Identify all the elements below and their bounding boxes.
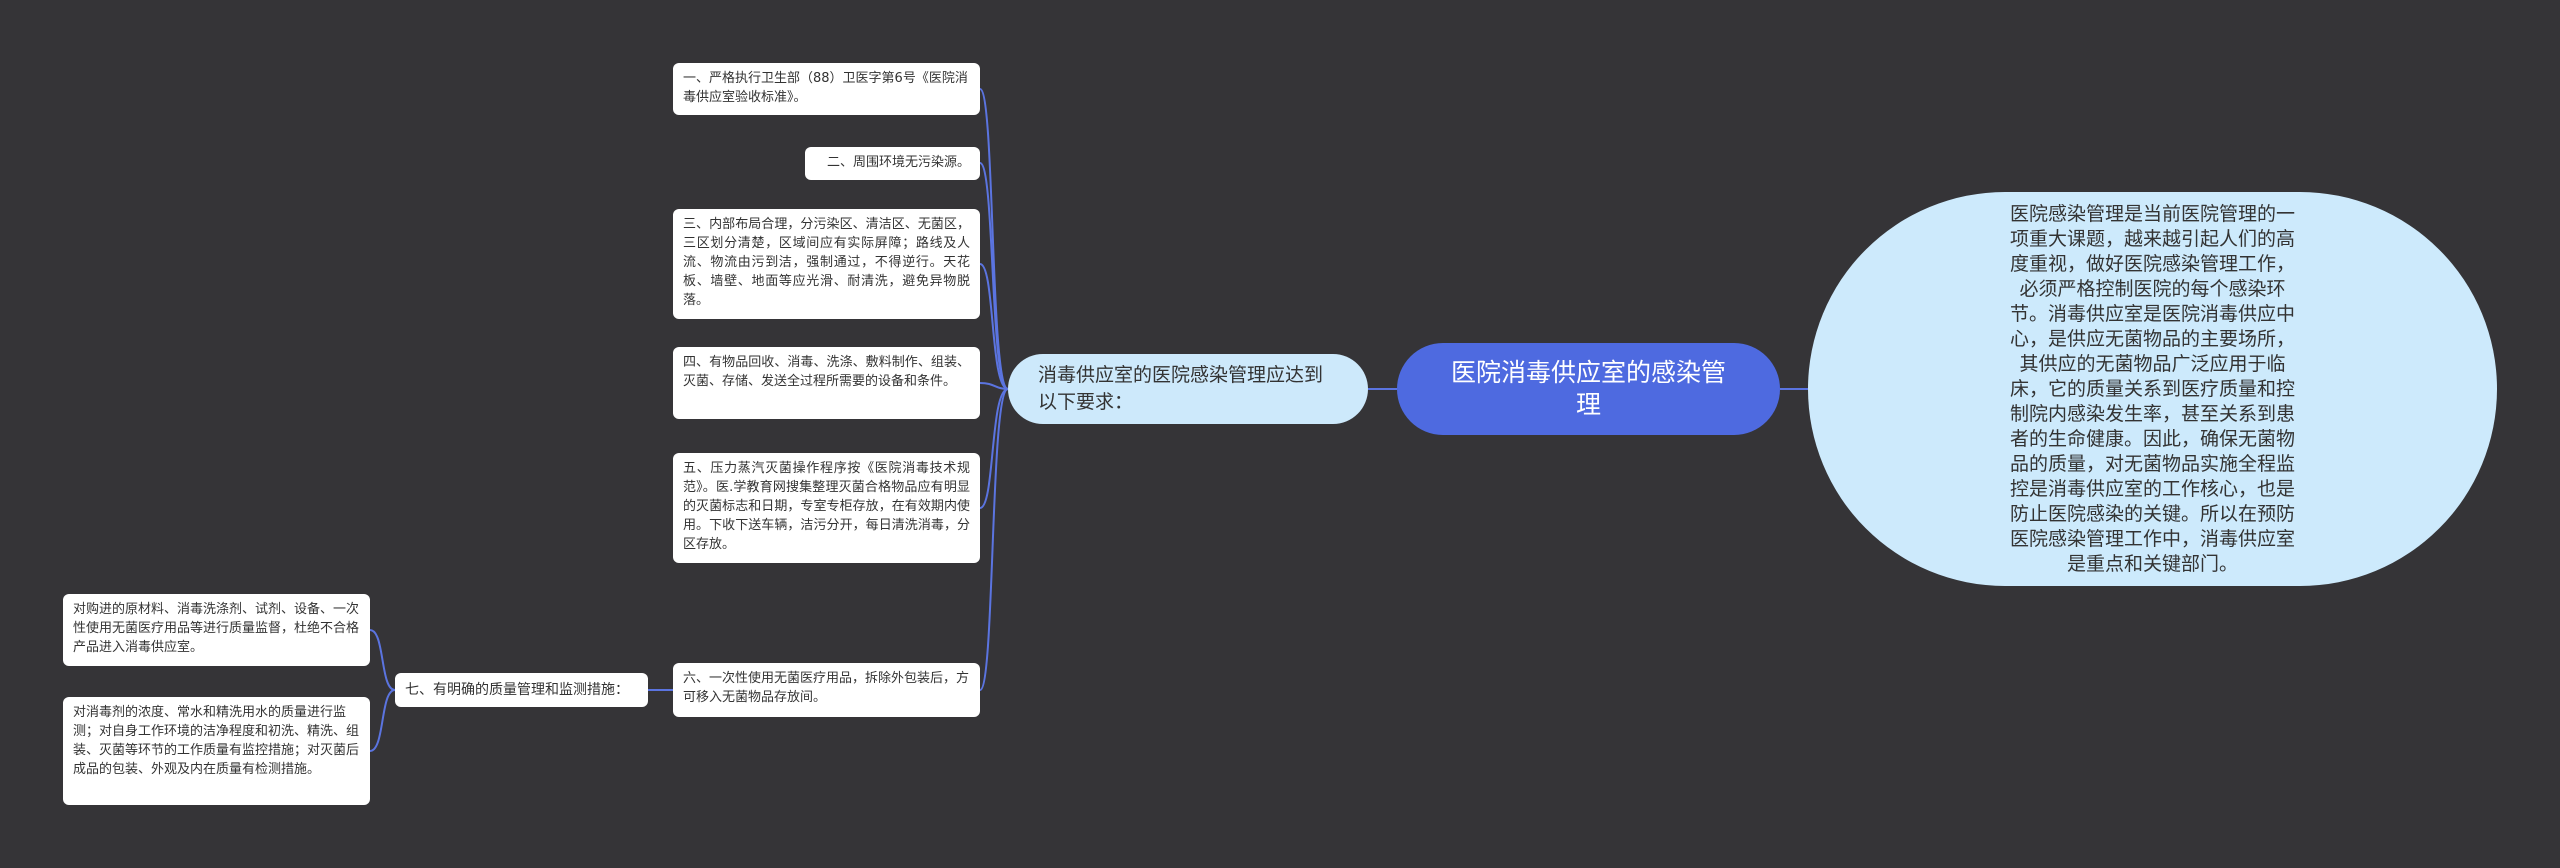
sub-leaf-text-2: 对消毒剂的浓度、常水和精洗用水的质量进行监测；对自身工作环境的洁净程度和初洗、精…	[73, 705, 360, 777]
connector-sub-leaf7	[369, 629, 396, 691]
connector-branch-leaf3	[979, 263, 1009, 390]
connector-branch-leaf4	[979, 382, 1009, 390]
leaf-text-6: 六、一次性使用无菌医疗用品，拆除外包装后，方可移入无菌物品存放间。	[683, 671, 970, 705]
leaf-node-2[interactable]: 二、周围环境无污染源。	[805, 147, 980, 180]
leaf-text-2: 二、周围环境无污染源。	[826, 155, 970, 170]
sub-branch-node[interactable]: 七、有明确的质量管理和监测措施：	[395, 673, 648, 707]
leaf-node-4[interactable]: 四、有物品回收、消毒、洗涤、敷料制作、组装、灭菌、存储、发送全过程所需要的设备和…	[673, 347, 980, 419]
branch-label: 消毒供应室的医院感染管理应达到以下要求：	[1038, 364, 1324, 413]
leaf-text-3: 三、内部布局合理，分污染区、清洁区、无菌区，三区划分清楚，区域间应有实际屏障；路…	[683, 217, 970, 308]
leaf-node-6[interactable]: 六、一次性使用无菌医疗用品，拆除外包装后，方可移入无菌物品存放间。	[673, 663, 980, 717]
right-description-text: 医院感染管理是当前医院管理的一项重大课题，越来越引起人们的高度重视，做好医院感染…	[2010, 202, 2296, 575]
root-node[interactable]: 医院消毒供应室的感染管理	[1397, 343, 1780, 435]
leaf-text-4: 四、有物品回收、消毒、洗涤、敷料制作、组装、灭菌、存储、发送全过程所需要的设备和…	[683, 355, 970, 389]
root-label: 医院消毒供应室的感染管理	[1450, 358, 1726, 419]
right-description-node[interactable]: 医院感染管理是当前医院管理的一项重大课题，越来越引起人们的高度重视，做好医院感染…	[1808, 192, 2497, 586]
sub-leaf-node-1[interactable]: 对购进的原材料、消毒洗涤剂、试剂、设备、一次性使用无菌医疗用品等进行质量监督，杜…	[63, 594, 370, 666]
sub-branch-label: 七、有明确的质量管理和监测措施：	[405, 682, 629, 698]
leaf-node-3[interactable]: 三、内部布局合理，分污染区、清洁区、无菌区，三区划分清楚，区域间应有实际屏障；路…	[673, 209, 980, 319]
leaf-node-1[interactable]: 一、严格执行卫生部（88）卫医字第6号《医院消毒供应室验收标准》。	[673, 63, 980, 115]
branch-node[interactable]: 消毒供应室的医院感染管理应达到以下要求：	[1008, 354, 1368, 424]
sub-leaf-text-1: 对购进的原材料、消毒洗涤剂、试剂、设备、一次性使用无菌医疗用品等进行质量监督，杜…	[73, 602, 360, 655]
connector-branch-leaf6	[979, 388, 1009, 691]
connector-branch-leaf2	[979, 162, 1009, 390]
leaf-node-5[interactable]: 五、压力蒸汽灭菌操作程序按《医院消毒技术规范》。医.学教育网搜集整理灭菌合格物品…	[673, 453, 980, 563]
connector-branch-leaf5	[979, 388, 1009, 509]
sub-leaf-node-2[interactable]: 对消毒剂的浓度、常水和精洗用水的质量进行监测；对自身工作环境的洁净程度和初洗、精…	[63, 697, 370, 805]
connector-sub-leaf8	[369, 689, 396, 752]
leaf-text-5: 五、压力蒸汽灭菌操作程序按《医院消毒技术规范》。医.学教育网搜集整理灭菌合格物品…	[683, 461, 970, 552]
leaf-text-1: 一、严格执行卫生部（88）卫医字第6号《医院消毒供应室验收标准》。	[683, 71, 968, 105]
